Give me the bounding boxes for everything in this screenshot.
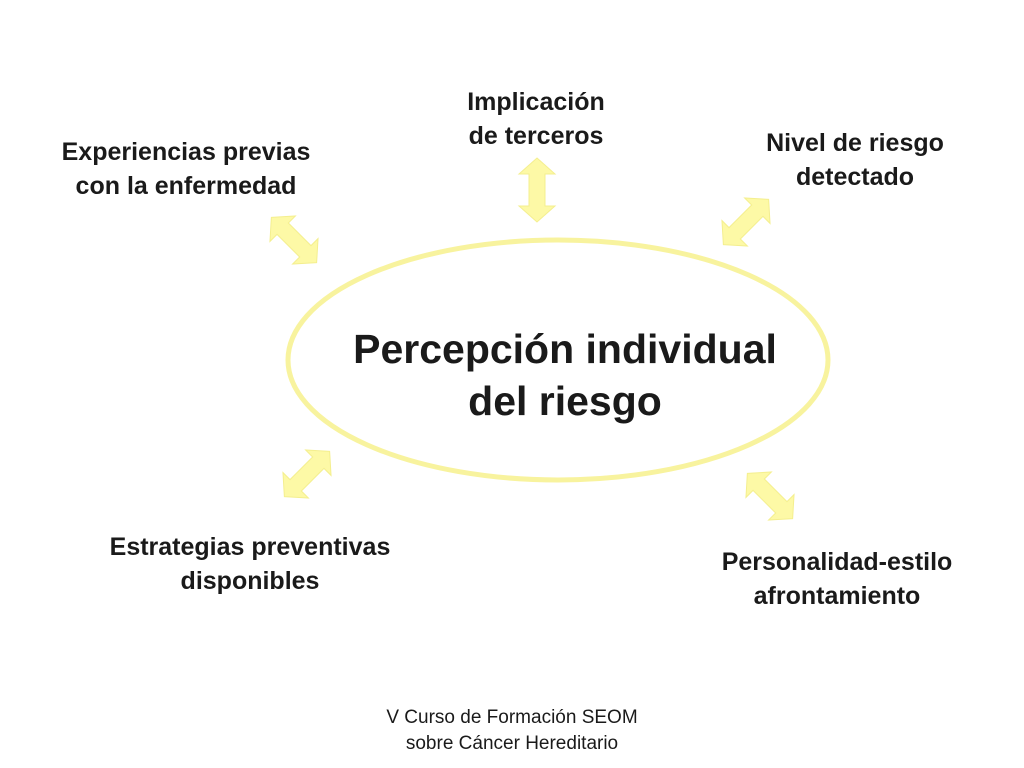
factor-personalidad-line2: afrontamiento xyxy=(753,582,921,610)
factor-experiencias: Experiencias previas con la enfermedad xyxy=(36,135,336,203)
factor-nivel: Nivel de riesgo detectado xyxy=(730,126,980,194)
factor-personalidad: Personalidad-estilo afrontamiento xyxy=(692,545,982,613)
center-concept-title: Percepción individual del riesgo xyxy=(280,323,850,427)
factor-experiencias-line1: Experiencias previas xyxy=(61,138,311,166)
double-arrow-icon-bottom-right xyxy=(734,460,806,532)
footer-line1: V Curso de Formación SEOM xyxy=(386,707,638,728)
factor-estrategias: Estrategias preventivas disponibles xyxy=(70,530,430,598)
factor-implicacion-line2: de terceros xyxy=(468,122,604,150)
footer-course-credit: V Curso de Formación SEOM sobre Cáncer H… xyxy=(312,705,712,757)
footer-line2: sobre Cáncer Hereditario xyxy=(405,733,619,754)
factor-implicacion: Implicación de terceros xyxy=(436,85,636,153)
center-title-line2: del riesgo xyxy=(468,378,662,424)
factor-estrategias-line1: Estrategias preventivas xyxy=(109,533,391,561)
factor-experiencias-line2: con la enfermedad xyxy=(75,172,297,200)
double-arrow-icon-top-left xyxy=(258,204,330,276)
factor-nivel-line2: detectado xyxy=(795,163,915,191)
factor-implicacion-line1: Implicación xyxy=(467,88,605,116)
center-ellipse xyxy=(285,237,831,483)
double-arrow-icon-top-right xyxy=(710,186,782,258)
double-arrow-icon-top xyxy=(518,157,556,223)
factor-nivel-line1: Nivel de riesgo xyxy=(766,129,944,157)
factor-personalidad-line1: Personalidad-estilo xyxy=(721,548,953,576)
double-arrow-icon-bottom-left xyxy=(271,438,343,510)
factor-estrategias-line2: disponibles xyxy=(180,567,320,595)
center-title-line1: Percepción individual xyxy=(353,326,777,372)
